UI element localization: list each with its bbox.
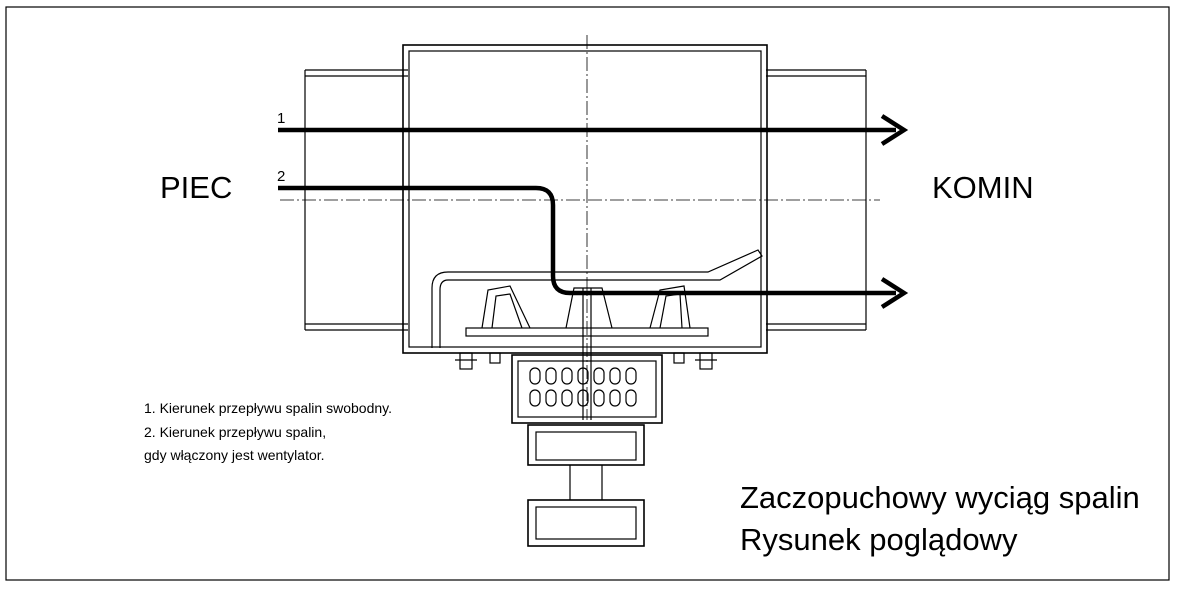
outlet-pipe [766, 69, 867, 331]
furnace-label: PIEC [160, 170, 232, 205]
motor-body [527, 424, 645, 547]
flow-2-number: 2 [277, 168, 285, 185]
mounting-bolts [455, 352, 717, 370]
fan-hood [431, 249, 763, 348]
note-line-2: 2. Kierunek przepływu spalin, [144, 424, 326, 440]
inlet-pipe [304, 69, 408, 331]
note-line-1: 1. Kierunek przepływu spalin swobodny. [144, 400, 392, 416]
flow-path-1 [278, 114, 909, 146]
motor-shaft [582, 288, 592, 420]
chimney-label: KOMIN [932, 170, 1034, 205]
note-line-3: gdy włączony jest wentylator. [144, 447, 325, 463]
flow-1-number: 1 [277, 110, 285, 127]
motor-mount [511, 354, 663, 424]
drawing-title: Zaczopuchowy wyciąg spalin [740, 480, 1140, 515]
flow-path-2 [278, 185, 909, 309]
main-housing [402, 44, 768, 354]
drawing-subtitle: Rysunek poglądowy [740, 522, 1018, 557]
drawing-frame [5, 6, 1170, 581]
